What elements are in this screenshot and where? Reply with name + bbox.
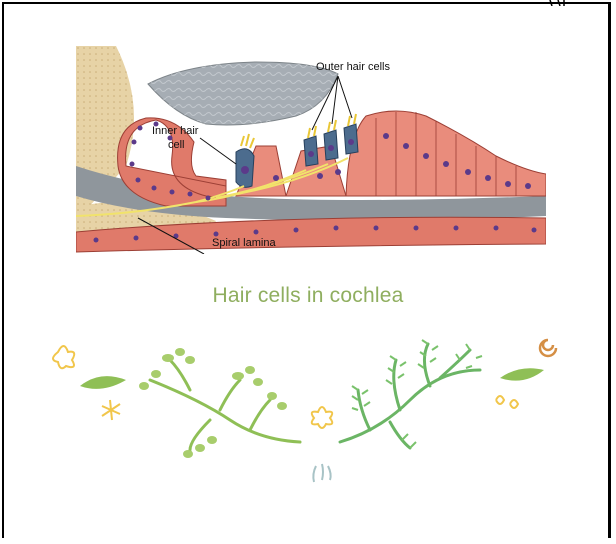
floral-ornament (40, 330, 580, 490)
yellow-flower-left (53, 346, 74, 368)
center-sprout (313, 464, 330, 482)
figure-caption: Hair cells in cochlea (0, 284, 616, 308)
leaf-left (80, 376, 126, 389)
label-inner-hair-cell-1: Inner hair (152, 125, 199, 137)
center-flower (312, 407, 333, 428)
label-spiral-lamina: Spiral lamina (212, 237, 276, 249)
label-outer-hair-cells: Outer hair cells (316, 61, 390, 73)
left-leaves (139, 348, 287, 458)
leaf-right (500, 368, 544, 380)
yellow-buds-right (496, 396, 518, 408)
corner-mark (548, 0, 574, 6)
cochlea-figure: Outer hair cells Inner hair cell Spiral … (76, 46, 546, 254)
spiral-flower-right (540, 340, 556, 356)
yellow-sprig-left (102, 400, 120, 420)
inner-hair-cell (236, 134, 254, 187)
label-inner-hair-cell-2: cell (168, 139, 185, 151)
